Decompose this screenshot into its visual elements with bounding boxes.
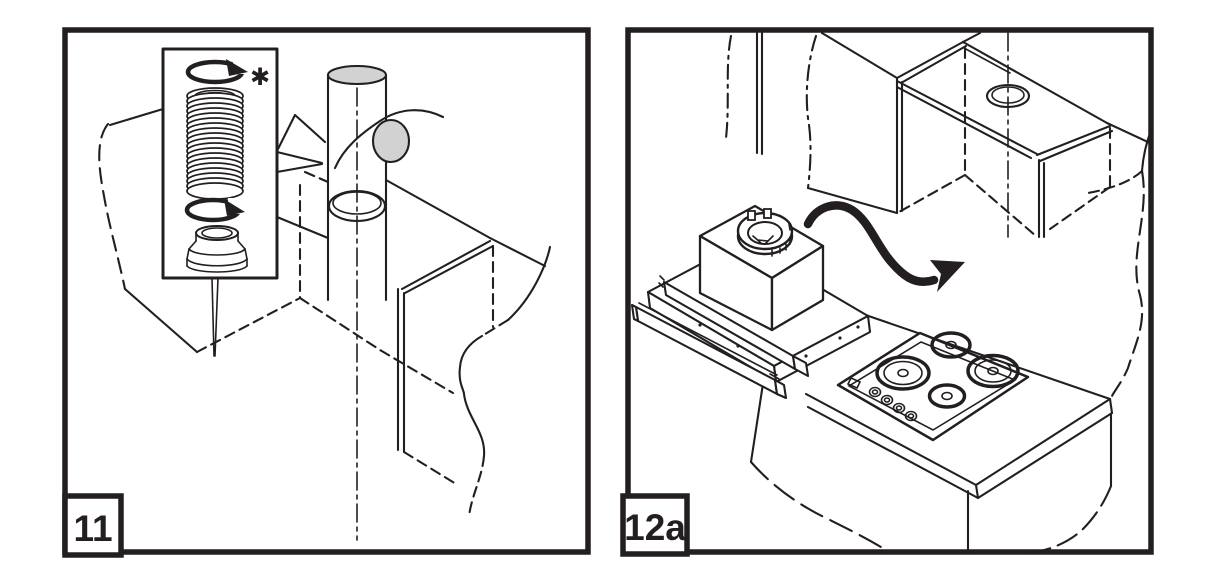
- figure-label-12a: 12a: [620, 493, 690, 557]
- figure-panel-12a: 12a: [620, 27, 1154, 557]
- panel-12a-label: 12a: [624, 507, 686, 548]
- hood-motor-box: [698, 204, 825, 332]
- figure-panel-11: ✱: [62, 27, 591, 558]
- panel-11-frame: [62, 27, 591, 555]
- flexible-hose: [186, 87, 244, 200]
- figure-label-11: 11: [62, 493, 124, 558]
- burner: [966, 353, 1020, 389]
- left-wall-edge: [724, 31, 764, 156]
- burner: [927, 383, 967, 409]
- cooktop: [836, 331, 1030, 442]
- burner: [875, 355, 931, 391]
- hose-reducer: [186, 225, 248, 273]
- panel-11-label: 11: [73, 508, 112, 549]
- callout-wedge: [275, 150, 324, 174]
- control-knobs: [846, 376, 918, 422]
- duct-pipe: [326, 64, 445, 541]
- duct-side-opening: [371, 118, 411, 164]
- flexible-hose-inset: ✱: [161, 47, 330, 357]
- telescopic-rail: [630, 275, 810, 400]
- outlet-collar: [736, 208, 794, 257]
- rotation-arrow-bottom-icon: [184, 197, 246, 223]
- cabinet-drawing: [98, 107, 552, 518]
- rotation-arrow-top-icon: [185, 57, 251, 85]
- burner: [930, 331, 972, 359]
- duct-top-opening: [326, 64, 388, 86]
- note-asterisk: ✱: [250, 63, 270, 91]
- plumb-line: [211, 277, 219, 357]
- wall-cabinet: [805, 31, 1154, 398]
- airflow-arrow-icon: [803, 201, 965, 292]
